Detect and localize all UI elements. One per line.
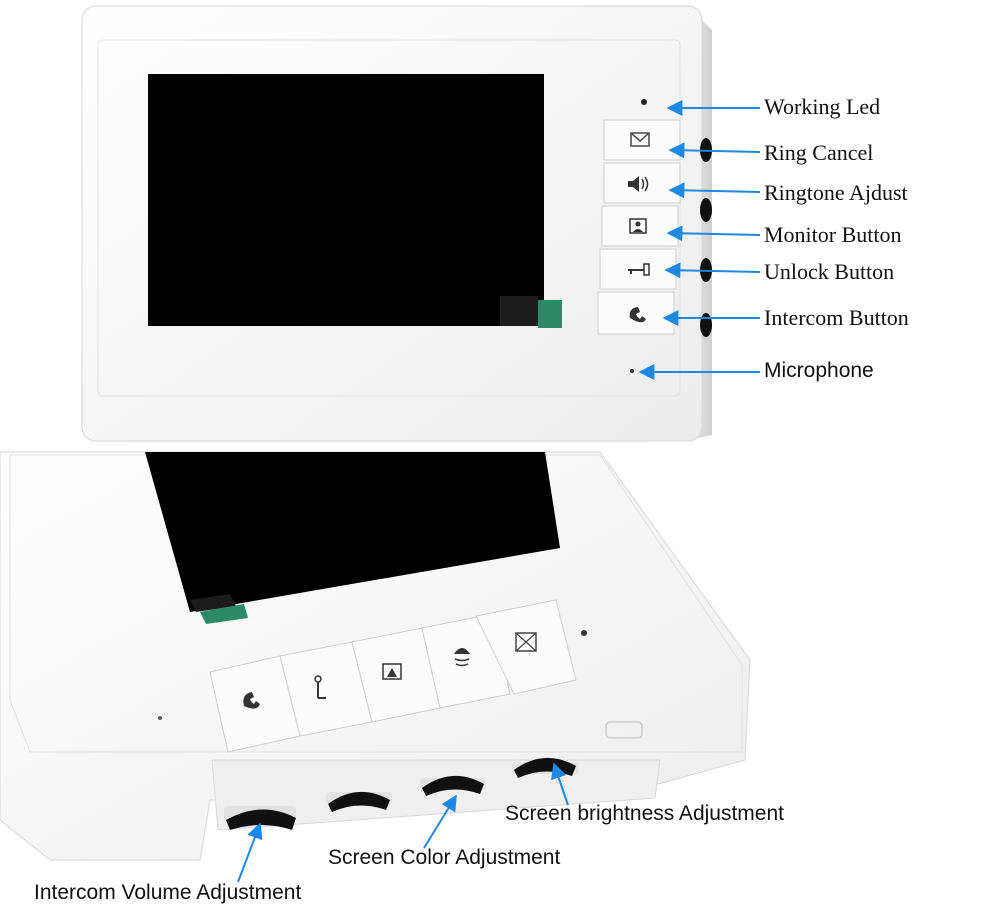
bottom-working-led xyxy=(581,630,587,636)
label-screen-color: Screen Color Adjustment xyxy=(328,846,561,869)
label-intercom-volume: Intercom Volume Adjustment xyxy=(34,881,302,904)
bottom-device-front-edge xyxy=(211,759,661,831)
monitor-button[interactable] xyxy=(601,205,679,247)
label-ringtone-adjust: Ringtone Ajdust xyxy=(764,180,908,205)
intercom-button[interactable] xyxy=(597,291,675,335)
monitor-icon xyxy=(382,663,402,680)
arrow-screen-brightness xyxy=(551,762,569,806)
top-screen-tape xyxy=(538,300,562,328)
side-port xyxy=(605,721,643,739)
screen-color-wheel-2[interactable] xyxy=(420,775,486,796)
top-working-led xyxy=(641,99,647,105)
key-icon xyxy=(314,675,326,699)
arrow-ring-cancel xyxy=(668,142,761,159)
bottom-screen-tape xyxy=(200,604,248,624)
arrow-unlock-button xyxy=(664,262,761,279)
bottom-device-frame xyxy=(9,454,743,753)
label-microphone: Microphone xyxy=(764,359,874,382)
bottom-microphone-hole xyxy=(158,716,162,720)
arrow-ringtone-adjust xyxy=(668,182,761,199)
top-side-knob-2 xyxy=(700,198,712,222)
top-screen xyxy=(148,74,544,326)
envelope-icon xyxy=(515,632,537,652)
top-side-knob-4 xyxy=(700,313,712,337)
bottom-ring-cancel-button[interactable] xyxy=(475,599,577,695)
monitor-icon xyxy=(629,218,647,234)
bottom-device xyxy=(0,451,751,861)
ringtone-adjust-button[interactable] xyxy=(603,162,681,204)
top-device-bezel xyxy=(97,39,681,397)
top-device xyxy=(81,5,712,442)
bell-icon xyxy=(454,648,470,667)
envelope-icon xyxy=(630,132,650,147)
label-intercom-button: Intercom Button xyxy=(764,305,909,330)
phone-icon xyxy=(243,692,260,709)
screen-color-wheel-1[interactable] xyxy=(326,791,392,812)
key-icon xyxy=(628,263,650,276)
arrow-monitor-button xyxy=(666,225,761,242)
label-screen-brightness: Screen brightness Adjustment xyxy=(505,802,784,825)
arrow-intercom-volume xyxy=(237,822,263,883)
label-unlock-button: Unlock Button xyxy=(764,259,895,284)
unlock-button[interactable] xyxy=(599,248,677,290)
top-microphone-hole xyxy=(630,369,634,373)
top-screen-tape-dark xyxy=(500,296,538,326)
arrow-screen-color xyxy=(423,794,457,849)
bottom-screen xyxy=(145,452,560,612)
intercom-volume-wheel[interactable] xyxy=(224,806,296,830)
speaker-icon xyxy=(628,176,649,192)
phone-icon xyxy=(629,307,646,323)
callout-arrows xyxy=(237,100,761,883)
label-ring-cancel: Ring Cancel xyxy=(764,140,874,165)
label-monitor-button: Monitor Button xyxy=(764,222,902,247)
label-working-led: Working Led xyxy=(764,94,881,119)
ring-cancel-button[interactable] xyxy=(603,119,681,161)
bottom-screen-tape-dark xyxy=(190,594,236,612)
